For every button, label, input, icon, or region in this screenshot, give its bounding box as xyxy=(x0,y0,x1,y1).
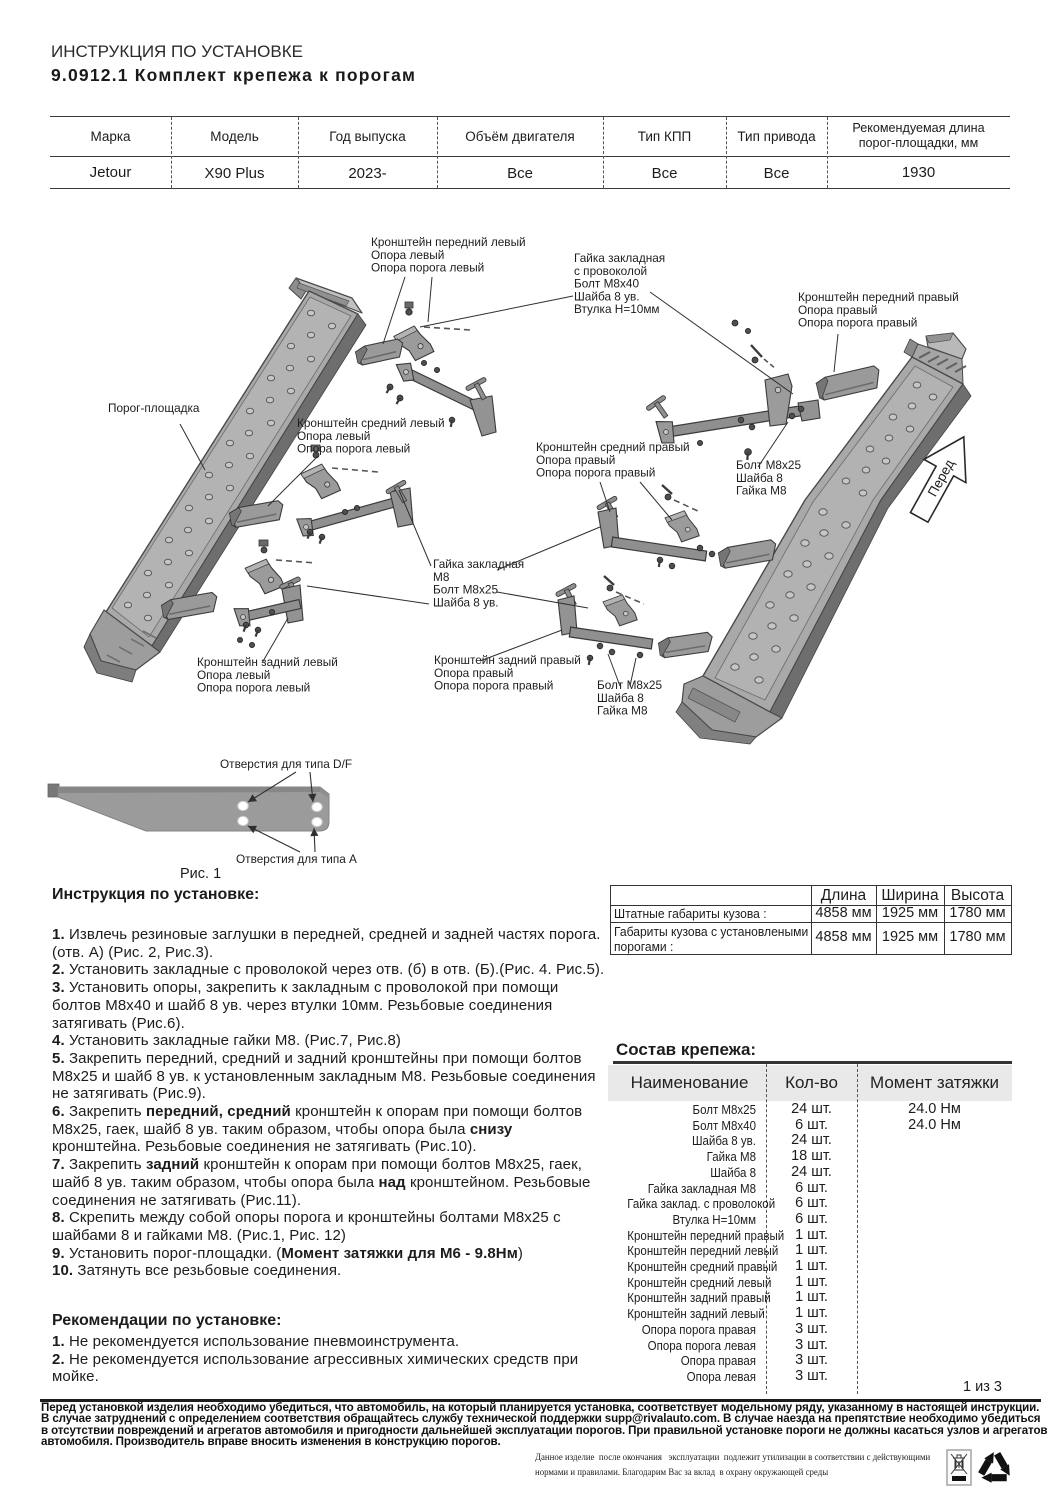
svg-text:Опора левый: Опора левый xyxy=(371,248,444,262)
svg-text:Опора порога правый: Опора порога правый xyxy=(798,316,917,330)
svg-text:Опора порога левый: Опора порога левый xyxy=(297,442,410,456)
svg-text:Шайба 8 ув.: Шайба 8 ув. xyxy=(433,595,499,609)
svg-text:Опора порога левый: Опора порога левый xyxy=(371,261,484,275)
svg-text:М8: М8 xyxy=(433,570,450,584)
svg-text:Гайка М8: Гайка М8 xyxy=(597,704,648,718)
svg-text:Кронштейн задний левый: Кронштейн задний левый xyxy=(197,655,338,669)
svg-text:Опора порога правый: Опора порога правый xyxy=(536,466,655,480)
svg-text:Опора левый: Опора левый xyxy=(297,429,370,443)
svg-text:Опора порога левый: Опора порога левый xyxy=(197,681,310,695)
svg-text:Опора правый: Опора правый xyxy=(536,453,615,467)
svg-text:Шайба 8: Шайба 8 xyxy=(597,691,644,705)
svg-text:Кронштейн передний левый: Кронштейн передний левый xyxy=(371,235,526,249)
svg-text:Шайба 8 ув.: Шайба 8 ув. xyxy=(574,289,640,303)
svg-text:Гайка закладная: Гайка закладная xyxy=(574,251,665,265)
svg-text:Гайка закладная: Гайка закладная xyxy=(433,557,524,571)
svg-text:Отверстия для типа D/F: Отверстия для типа D/F xyxy=(220,757,352,771)
svg-text:Опора правый: Опора правый xyxy=(798,303,877,317)
svg-text:Порог-площадка: Порог-площадка xyxy=(108,401,200,415)
svg-text:Кронштейн задний правый: Кронштейн задний правый xyxy=(434,653,581,667)
svg-text:Опора левый: Опора левый xyxy=(197,668,270,682)
svg-text:Опора правый: Опора правый xyxy=(434,666,513,680)
svg-text:Рис. 1: Рис. 1 xyxy=(180,866,221,882)
svg-text:Кронштейн средний правый: Кронштейн средний правый xyxy=(536,440,690,454)
svg-text:с провоколой: с провоколой xyxy=(574,264,647,278)
svg-text:Шайба 8: Шайба 8 xyxy=(736,471,783,485)
svg-text:Отверстия для типа А: Отверстия для типа А xyxy=(236,852,357,866)
svg-text:Болт М8х40: Болт М8х40 xyxy=(574,277,639,291)
svg-text:Болт М8х25: Болт М8х25 xyxy=(736,458,801,472)
svg-text:Втулка Н=10мм: Втулка Н=10мм xyxy=(574,302,660,316)
svg-text:Гайка М8: Гайка М8 xyxy=(736,484,787,498)
svg-text:Кронштейн передний правый: Кронштейн передний правый xyxy=(798,290,959,304)
svg-text:Кронштейн средний левый: Кронштейн средний левый xyxy=(297,416,445,430)
svg-text:Болт М8х25: Болт М8х25 xyxy=(433,583,498,597)
svg-text:Опора порога правый: Опора порога правый xyxy=(434,679,553,693)
